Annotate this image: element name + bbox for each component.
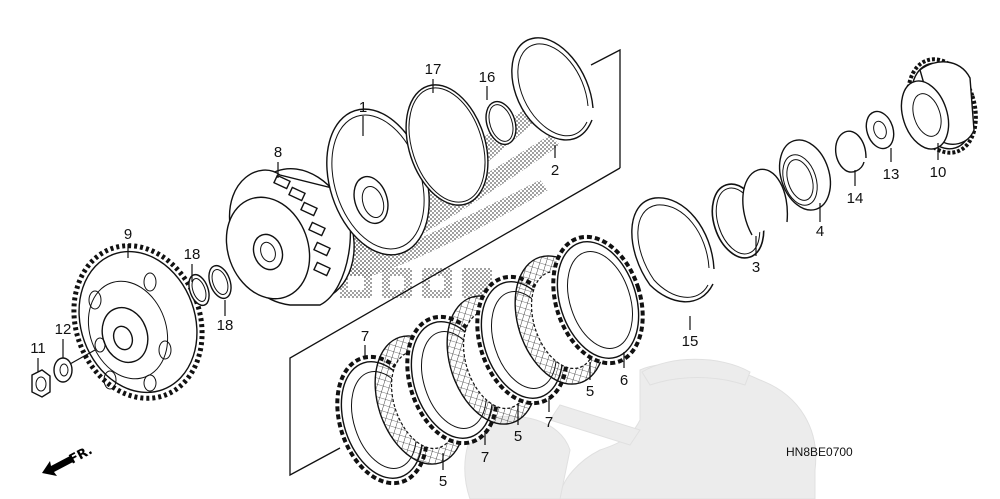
o-ring-18-a — [188, 273, 210, 307]
callout-12: 12 — [55, 321, 72, 338]
thrust-washer-13 — [865, 110, 895, 150]
spring-seat-4 — [778, 139, 832, 211]
snap-ring-2 — [511, 37, 594, 141]
o-ring-18-b — [208, 264, 232, 300]
end-plate-6 — [551, 234, 645, 366]
callout-14: 14 — [847, 190, 864, 207]
callout-10: 10 — [930, 164, 947, 181]
callout-18-b: 18 — [217, 317, 234, 334]
callout-7-c: 7 — [545, 414, 553, 431]
diagram-code: HN8BE0700 — [786, 445, 853, 459]
callout-4: 4 — [816, 223, 824, 240]
callout-2: 2 — [551, 162, 559, 179]
callout-5-c: 5 — [586, 383, 594, 400]
callout-7-b: 7 — [481, 449, 489, 466]
callout-15: 15 — [682, 333, 699, 350]
lock-nut-11 — [31, 369, 51, 398]
clutch-piston — [326, 108, 430, 256]
callout-8: 8 — [274, 144, 282, 161]
clutch-center-gear-10 — [900, 57, 978, 155]
clutch-outer — [225, 167, 355, 306]
washer-12 — [53, 357, 73, 383]
callout-6: 6 — [620, 372, 628, 389]
callout-3: 3 — [752, 259, 760, 276]
arrow-left-down-icon — [42, 456, 73, 476]
fr-label: FR. — [67, 443, 95, 468]
primary-driven-gear — [71, 243, 205, 401]
o-ring-17 — [405, 84, 489, 206]
callout-16: 16 — [479, 69, 496, 86]
callout-9: 9 — [124, 226, 132, 243]
callout-18-a: 18 — [184, 246, 201, 263]
circlip-14 — [834, 130, 867, 173]
front-direction-arrow: FR. — [42, 443, 95, 476]
callout-1: 1 — [359, 99, 367, 116]
assembly-frame — [289, 48, 621, 477]
callout-17: 17 — [425, 61, 442, 78]
mechanic-watermark — [464, 358, 817, 499]
callout-13: 13 — [883, 166, 900, 183]
callout-labels: 1 2 3 4 5 5 5 5 6 7 7 7 7 8 9 10 11 12 1… — [30, 61, 946, 490]
callout-5-a: 5 — [439, 473, 447, 490]
o-ring-16 — [485, 100, 517, 146]
callout-5-b: 5 — [514, 428, 522, 445]
snap-ring-3 — [711, 168, 789, 259]
callout-11: 11 — [30, 340, 46, 357]
leader-lines — [37, 79, 939, 470]
callout-7-a: 7 — [361, 328, 369, 345]
snap-ring-15 — [631, 197, 715, 303]
